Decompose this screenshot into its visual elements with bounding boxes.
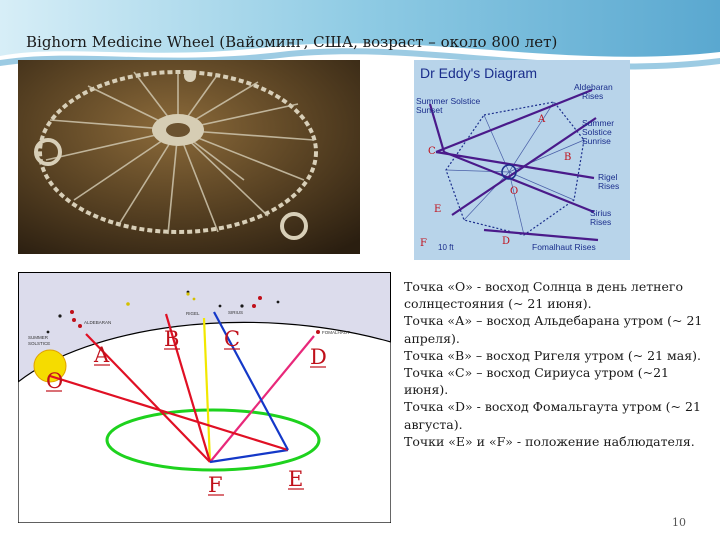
label-aldebaran: Aldebaran bbox=[574, 82, 613, 92]
description-line: Точка «С» – восход Сириуса утром (~21 ию… bbox=[404, 365, 669, 398]
svg-text:D: D bbox=[502, 236, 510, 247]
sky-letter-f: F bbox=[208, 473, 223, 497]
sky-letter-e: E bbox=[288, 467, 303, 491]
svg-text:B: B bbox=[564, 152, 571, 163]
svg-text:Rises: Rises bbox=[582, 91, 603, 101]
svg-text:E: E bbox=[434, 204, 441, 215]
svg-text:C: C bbox=[428, 146, 436, 157]
sky-letter-b: B bbox=[164, 327, 179, 351]
sky-letter-o: O bbox=[46, 369, 63, 393]
svg-text:SUMMER: SUMMER bbox=[28, 335, 49, 340]
svg-text:Solstice: Solstice bbox=[582, 127, 612, 137]
svg-text:FOMALHAUT: FOMALHAUT bbox=[322, 330, 350, 335]
eddy-diagram: Dr Eddy's Diagram Summer Solstice Sunset… bbox=[414, 60, 630, 260]
diagram-title: Dr Eddy's Diagram bbox=[420, 65, 537, 81]
svg-text:RIGEL: RIGEL bbox=[186, 311, 200, 316]
description-line: Точки «Е» и «F» - положение наблюдателя. bbox=[404, 433, 695, 449]
sky-letter-d: D bbox=[310, 345, 327, 369]
page-number: 10 bbox=[672, 516, 686, 529]
svg-text:SOLSTICE: SOLSTICE bbox=[28, 341, 50, 346]
medicine-wheel-photo bbox=[18, 60, 360, 254]
svg-text:Sunset: Sunset bbox=[416, 105, 443, 115]
sky-letter-c: C bbox=[224, 327, 240, 351]
label-fomalhaut: Fomalhaut Rises bbox=[532, 242, 596, 252]
label-sirius: Sirius bbox=[590, 208, 611, 218]
sky-letter-a: A bbox=[93, 343, 110, 367]
svg-text:Sunrise: Sunrise bbox=[582, 136, 611, 146]
svg-text:O: O bbox=[510, 186, 518, 197]
description-line: Точка «D» - восход Фомальгаута утром (~ … bbox=[404, 399, 701, 432]
label-summer-sunset: Summer Solstice bbox=[416, 96, 481, 106]
svg-text:F: F bbox=[420, 238, 427, 249]
svg-text:SIRIUS: SIRIUS bbox=[228, 310, 243, 315]
svg-text:ALDEBARAN: ALDEBARAN bbox=[84, 320, 111, 325]
description-line: Точка «А» – восход Альдебарана утром (~ … bbox=[404, 313, 703, 346]
label-scale: 10 ft bbox=[438, 243, 454, 252]
svg-text:Rises: Rises bbox=[598, 181, 619, 191]
svg-text:Rises: Rises bbox=[590, 217, 611, 227]
svg-text:A: A bbox=[537, 114, 546, 125]
slide-title: Bighorn Medicine Wheel (Вайоминг, США, в… bbox=[26, 33, 558, 51]
description-line: Точка «О» - восход Солнца в день летнего… bbox=[404, 279, 683, 312]
description: Точка «О» - восход Солнца в день летнего… bbox=[404, 278, 704, 450]
label-summer-sunrise: Summer bbox=[582, 118, 614, 128]
description-line: Точка «В» – восход Ригеля утром (~ 21 ма… bbox=[404, 347, 701, 363]
label-rigel: Rigel bbox=[598, 172, 617, 182]
